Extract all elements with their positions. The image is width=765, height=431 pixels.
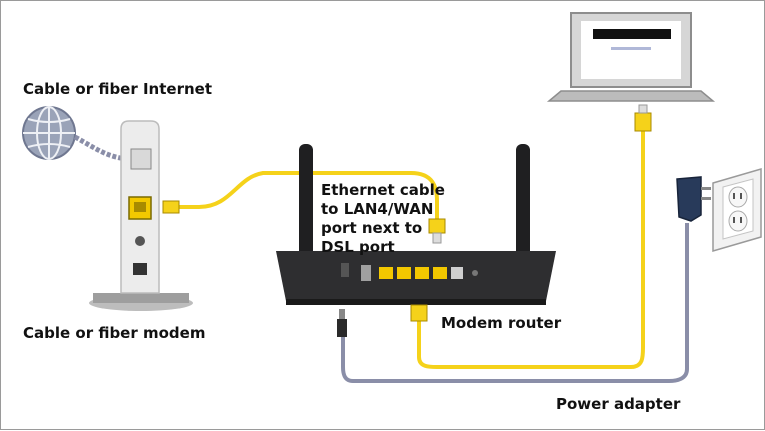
router-antenna-left [299,144,313,274]
wall-outlet-icon [712,168,762,252]
ethernet-cable-laptop [417,131,645,369]
label-ethernet-cable: Ethernet cable to LAN4/WAN port next to … [321,181,445,256]
label-modem: Cable or fiber modem [23,324,206,342]
router-antenna-right [516,144,530,274]
router-device [276,251,556,305]
power-cable [341,223,689,383]
laptop-icon [546,12,716,102]
power-plug-icon [676,176,711,222]
label-modem-router: Modem router [441,314,562,332]
label-internet: Cable or fiber Internet [23,80,213,98]
globe-icon [22,106,76,160]
ethernet-cable [165,171,439,223]
modem-device [89,120,193,311]
label-power-adapter: Power adapter [556,395,681,413]
